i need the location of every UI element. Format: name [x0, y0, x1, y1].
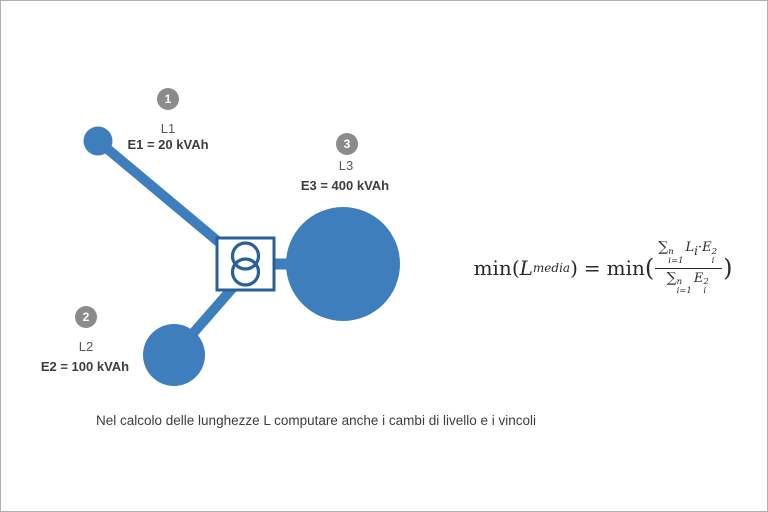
formula-min2: min	[606, 256, 645, 280]
num-term-L-sub: i	[694, 244, 698, 259]
sum-upper-limit: n	[676, 277, 683, 287]
transformer-winding-top	[230, 241, 261, 271]
edge-node1-transformer	[94, 137, 237, 258]
node-3-energy: E3 = 400 kVAh	[300, 178, 390, 193]
num-term-E: E	[702, 240, 712, 256]
den-term-E-sup: 2	[703, 277, 709, 287]
node-1-energy: E1 = 20 kVAh	[127, 137, 209, 152]
sum-upper-limit: n	[668, 246, 674, 257]
transformer-box	[215, 236, 276, 292]
node-1-label: L1	[160, 121, 176, 136]
formula-close1: )	[570, 256, 578, 280]
node-2-badge: 2	[75, 306, 97, 328]
node-2-circle	[143, 324, 205, 386]
node-3-label: L3	[338, 158, 354, 173]
node-1-badge: 1	[157, 88, 179, 110]
node-1-circle	[83, 126, 113, 156]
footnote-text: Nel calcolo delle lunghezze L computare …	[96, 413, 536, 428]
sum-lower-limit: i=1	[668, 256, 684, 267]
num-term-E-sup: 2	[711, 246, 718, 257]
node-3-badge: 3	[336, 133, 358, 155]
formula-close2: )	[723, 254, 733, 282]
transformer-winding-bottom	[230, 257, 261, 287]
dot-operator: ·	[698, 240, 703, 256]
sum-lower-limit: i=1	[676, 286, 692, 297]
formula-min1: min	[473, 256, 512, 280]
den-term-E-sub: i	[703, 286, 707, 297]
node-3-circle	[286, 207, 400, 321]
formula-open2: (	[644, 254, 655, 282]
node-2-label: L2	[78, 339, 94, 354]
formula-sub-media: media	[532, 261, 571, 275]
formula-equals: =	[583, 256, 601, 280]
formula-var-L: L	[519, 256, 533, 280]
num-term-L: L	[685, 240, 695, 256]
sigma-icon: ∑	[666, 269, 677, 286]
den-term-E: E	[693, 270, 704, 286]
node-2-energy: E2 = 100 kVAh	[40, 359, 130, 374]
num-term-E-sub: i	[711, 256, 715, 267]
formula-open1: (	[511, 256, 520, 280]
sigma-icon: ∑	[658, 239, 669, 256]
